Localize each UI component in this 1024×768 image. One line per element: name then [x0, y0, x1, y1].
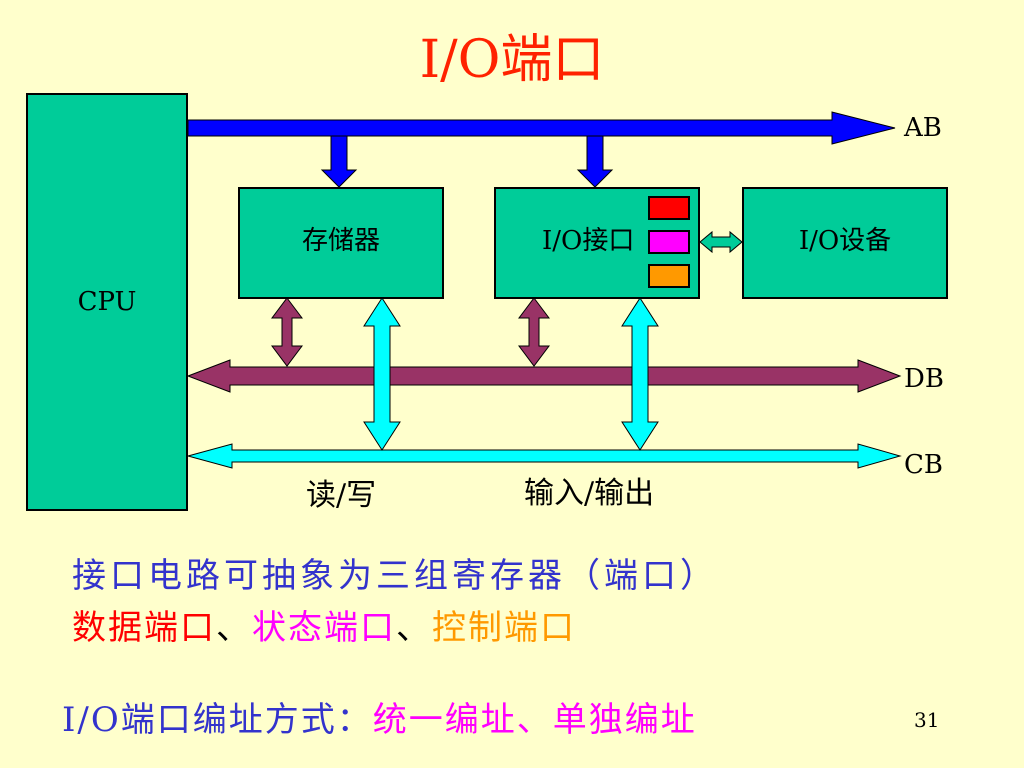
addressing-options: 统一编址、单独编址: [372, 700, 697, 740]
memory-cb-arrow: [363, 297, 401, 451]
memory-label: 存储器: [301, 225, 380, 256]
port-types: 数据端口、状态端口、控制端口: [72, 600, 576, 649]
data-bus-arrow: [186, 359, 902, 393]
io-device-label: I/O设备: [798, 225, 892, 256]
addressing-prefix: I/O端口编址方式：: [62, 700, 373, 740]
ports-description: 接口电路可抽象为三组寄存器（端口）: [72, 556, 718, 596]
io-cb-arrow: [621, 297, 659, 451]
page-title: I/O端口: [419, 30, 605, 90]
input-output-label: 输入/输出: [524, 476, 655, 511]
control-port-text: 控制端口: [432, 608, 576, 648]
data-port-register: [648, 196, 690, 220]
io-device-link-arrow: [699, 230, 743, 254]
addressing-modes: I/O端口编址方式：统一编址、单独编址: [62, 692, 697, 741]
cb-label: CB: [904, 450, 943, 480]
db-label: DB: [904, 364, 944, 394]
read-write-label: 读/写: [306, 478, 377, 513]
io-interface-label: I/O接口: [542, 225, 635, 256]
ab-label: AB: [904, 113, 942, 143]
cpu-label: CPU: [77, 287, 137, 317]
memory-box: 存储器: [238, 187, 444, 299]
address-bus-arrow: [187, 111, 896, 145]
control-port-register: [648, 264, 690, 288]
separator: 、: [396, 608, 432, 648]
page-number: 31: [914, 708, 940, 732]
ab-to-io-arrow: [576, 135, 614, 188]
ab-to-memory-arrow: [320, 135, 358, 188]
cpu-box: CPU: [26, 93, 188, 511]
io-device-box: I/O设备: [742, 187, 948, 299]
control-bus-arrow: [186, 443, 902, 469]
status-port-text: 状态端口: [252, 608, 396, 648]
data-port-text: 数据端口: [72, 608, 216, 648]
status-port-register: [648, 230, 690, 254]
separator: 、: [216, 608, 252, 648]
memory-db-arrow: [271, 297, 303, 367]
io-db-arrow: [518, 297, 550, 367]
